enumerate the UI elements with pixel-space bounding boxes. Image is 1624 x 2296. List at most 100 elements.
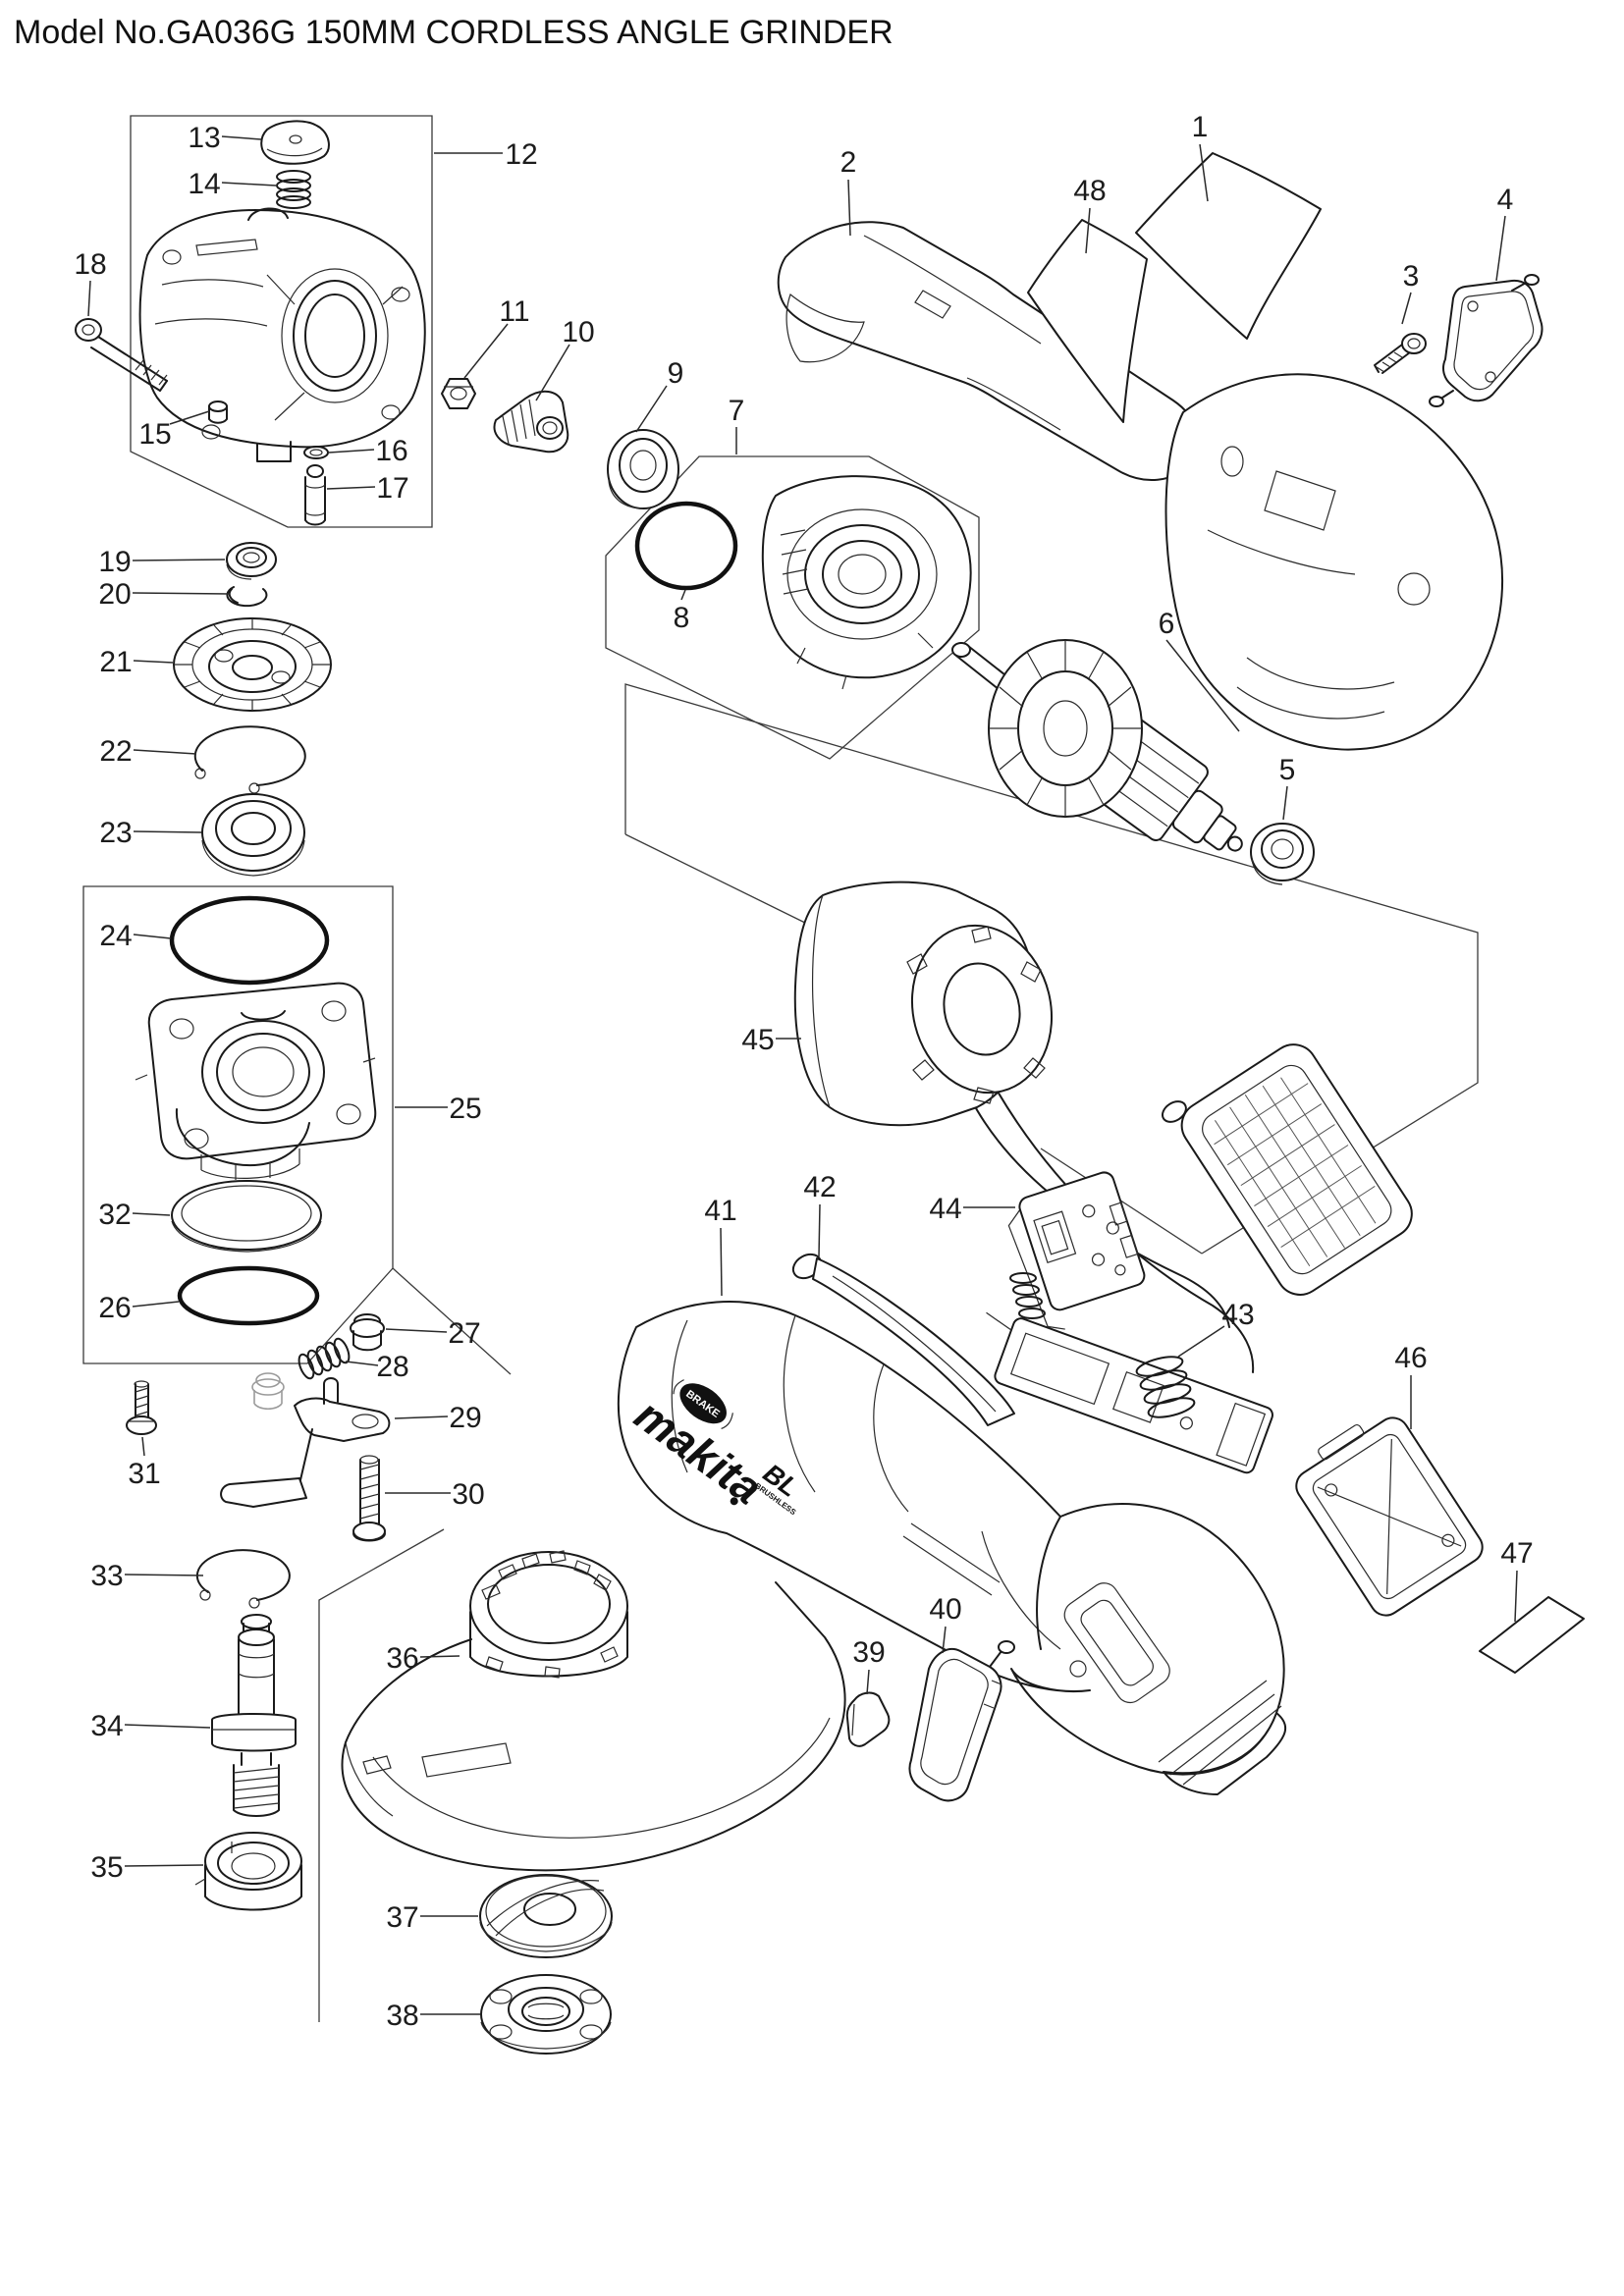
- part-24-label: 24: [99, 920, 132, 952]
- part-40-leader-line: [942, 1626, 947, 1654]
- group-box-motor-lower-left: [624, 833, 814, 928]
- part-34-leader-line: [124, 1724, 211, 1729]
- part-33-circlip-drawing: [195, 1549, 291, 1609]
- part-48-label-sticker-drawing: [1027, 219, 1148, 423]
- part-29-leader-line: [394, 1415, 449, 1419]
- part-21-label: 21: [99, 646, 132, 678]
- part-25-label: 25: [449, 1093, 481, 1125]
- part-26-o-ring-drawing: [177, 1265, 320, 1326]
- part-22-circlip-drawing: [193, 725, 306, 794]
- part-35-label: 35: [90, 1851, 123, 1884]
- part-40-label: 40: [929, 1593, 961, 1626]
- part-46-terminal-block-drawing: [1295, 1416, 1484, 1617]
- part-11-label: 11: [499, 295, 529, 328]
- part-43-leader-line: [1177, 1325, 1225, 1358]
- part-26-label: 26: [98, 1292, 131, 1324]
- part-8-label: 8: [674, 602, 690, 634]
- part-45-stator-drawing: [793, 881, 1255, 1373]
- part-15-leader-line: [169, 410, 210, 425]
- part-22-label: 22: [99, 735, 132, 768]
- part-41-motor-housing-drawing: BRAKE makita BL BRUSHLESS: [617, 1301, 1287, 1795]
- part-6-label: 6: [1159, 608, 1175, 640]
- rear-housing-half-drawing: [1164, 373, 1503, 751]
- part-4-plate-drawing: [1429, 274, 1543, 407]
- part-41-label: 41: [704, 1195, 736, 1227]
- part-45-label: 45: [741, 1024, 774, 1056]
- part-16-leader-line: [328, 449, 375, 454]
- part-17-leader-line: [326, 486, 376, 490]
- part-23-leader-line: [133, 830, 202, 833]
- part-1-label: 1: [1192, 111, 1209, 143]
- part-9-leader-line: [635, 385, 668, 433]
- group-box-part-12: [130, 115, 433, 528]
- part-3-leader-line: [1401, 292, 1412, 325]
- part-2-label: 2: [840, 146, 857, 179]
- part-48-leader-line: [1085, 207, 1091, 254]
- part-47-leader-line: [1514, 1570, 1518, 1623]
- part-2-leader-line: [847, 179, 851, 237]
- part-14-leader-line: [221, 182, 277, 187]
- part-27-label: 27: [448, 1317, 480, 1350]
- part-46-label: 46: [1394, 1342, 1427, 1374]
- part-10-leader-line: [535, 344, 570, 401]
- part-5-bearing-drawing: [1250, 823, 1315, 885]
- part-4-label: 4: [1497, 184, 1514, 216]
- part-14-label: 14: [188, 168, 220, 200]
- part-1-leader-line: [1199, 143, 1209, 202]
- part-8-o-ring-drawing: [634, 501, 738, 591]
- part-24-o-ring-drawing: [169, 895, 330, 986]
- part-4-leader-line: [1495, 215, 1506, 282]
- part-26-leader-line: [132, 1301, 180, 1308]
- part-10-clamp-nut-drawing: [493, 390, 569, 454]
- group-box-motor: [624, 683, 1479, 1255]
- part-31-leader-line: [141, 1436, 145, 1457]
- group-box-part-25: [82, 885, 394, 1364]
- part-28-leader-line: [345, 1361, 379, 1366]
- part-30-bolt-drawing: [352, 1455, 386, 1542]
- part-44-controller-drawing: [1007, 1171, 1146, 1330]
- part-14-spring-drawing: [276, 170, 311, 209]
- part-39-leader-line: [866, 1669, 870, 1695]
- part-34-label: 34: [90, 1710, 123, 1742]
- switch-base-drawing: [986, 1311, 1273, 1474]
- part-30-label: 30: [452, 1478, 484, 1511]
- group-box-25-extension: [392, 1267, 512, 1375]
- part-28-label: 28: [376, 1351, 408, 1383]
- part-23-label: 23: [99, 817, 132, 849]
- part-7-label: 7: [729, 395, 745, 427]
- part-28-spring-drawing: [298, 1337, 351, 1380]
- part-39-cap-drawing: [845, 1691, 891, 1747]
- part-11-nut-drawing: [441, 378, 476, 409]
- part-18-leader-line: [87, 280, 91, 317]
- part-17-label: 17: [376, 472, 408, 505]
- part-15-label: 15: [138, 418, 171, 451]
- part-47-label-sticker-drawing: [1479, 1596, 1585, 1674]
- part-13-label: 13: [188, 122, 220, 154]
- part-25-bearing-box-assembly-drawing: [135, 982, 377, 1180]
- part-35-leader-line: [124, 1864, 204, 1867]
- part-37-inner-flange-drawing: [479, 1874, 613, 1958]
- part-24-leader-line: [133, 934, 172, 939]
- part-31-screw-drawing: [126, 1380, 157, 1435]
- part-43-spring-drawing: [1135, 1356, 1196, 1418]
- part-19-label: 19: [98, 546, 131, 578]
- part-29-lever-drawing: [220, 1377, 391, 1508]
- part-18-label: 18: [74, 248, 106, 281]
- part-20-label: 20: [98, 578, 131, 611]
- part-17-pin-drawing: [304, 464, 326, 526]
- part-33-label: 33: [90, 1560, 123, 1592]
- part-44-label: 44: [929, 1193, 961, 1225]
- part-8-leader-line: [680, 589, 686, 601]
- part-32-label: 32: [98, 1199, 131, 1231]
- part-21-leader-line: [133, 660, 174, 664]
- part-5-label: 5: [1279, 754, 1296, 786]
- part-38-lock-nut-drawing: [480, 1974, 612, 2055]
- part-36-leader-line: [419, 1655, 460, 1658]
- group-box-spindle: [318, 1528, 445, 2022]
- part-13-leader-line: [221, 135, 262, 140]
- part-32-ring-drawing: [171, 1180, 322, 1253]
- part-42-label: 42: [803, 1171, 836, 1203]
- part-29-label: 29: [449, 1402, 481, 1434]
